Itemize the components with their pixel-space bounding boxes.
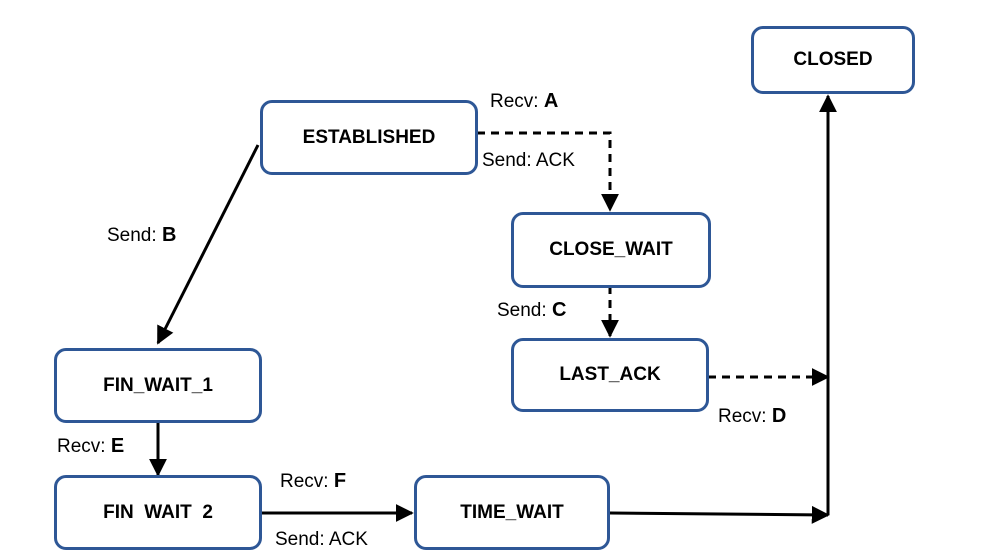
label-recv-f-prefix: Recv: <box>280 471 334 492</box>
label-send-c: Send: C <box>497 299 566 322</box>
label-recv-e-key: E <box>110 435 125 457</box>
label-send-b: Send: B <box>107 224 176 247</box>
state-closed: CLOSED <box>751 26 915 94</box>
label-send-ack-time-wait: Send: ACK <box>275 529 368 550</box>
label-recv-d: Recv: D <box>718 405 786 428</box>
label-recv-d-key: D <box>771 405 787 427</box>
label-send-b-prefix: Send: <box>107 225 162 246</box>
label-recv-f-key: F <box>333 470 347 492</box>
edge-time-wait-to-closed-line <box>609 505 830 524</box>
label-recv-d-prefix: Recv: <box>718 406 772 427</box>
state-fin-wait-1: FIN_WAIT_1 <box>54 348 262 423</box>
label-send-b-key: B <box>161 224 177 246</box>
label-send-c-key: C <box>551 299 567 321</box>
label-recv-a-prefix: Recv: <box>490 91 544 112</box>
label-recv-a: Recv: A <box>490 90 558 113</box>
state-time-wait: TIME_WAIT <box>414 475 610 550</box>
state-established: ESTABLISHED <box>260 100 478 175</box>
state-close-wait: CLOSE_WAIT <box>511 212 711 288</box>
edge-established-to-close-wait <box>477 131 619 212</box>
label-recv-e: Recv: E <box>57 435 124 458</box>
edge-established-to-fin-wait-1 <box>156 144 260 345</box>
state-fin-wait-2: FIN WAIT 2 <box>54 475 262 550</box>
label-recv-a-key: A <box>543 90 559 112</box>
label-recv-e-prefix: Recv: <box>57 436 111 457</box>
state-last-ack: LAST_ACK <box>511 338 709 412</box>
label-send-c-prefix: Send: <box>497 300 552 321</box>
label-recv-f: Recv: F <box>280 470 346 493</box>
label-send-ack-close-wait: Send: ACK <box>482 150 575 171</box>
